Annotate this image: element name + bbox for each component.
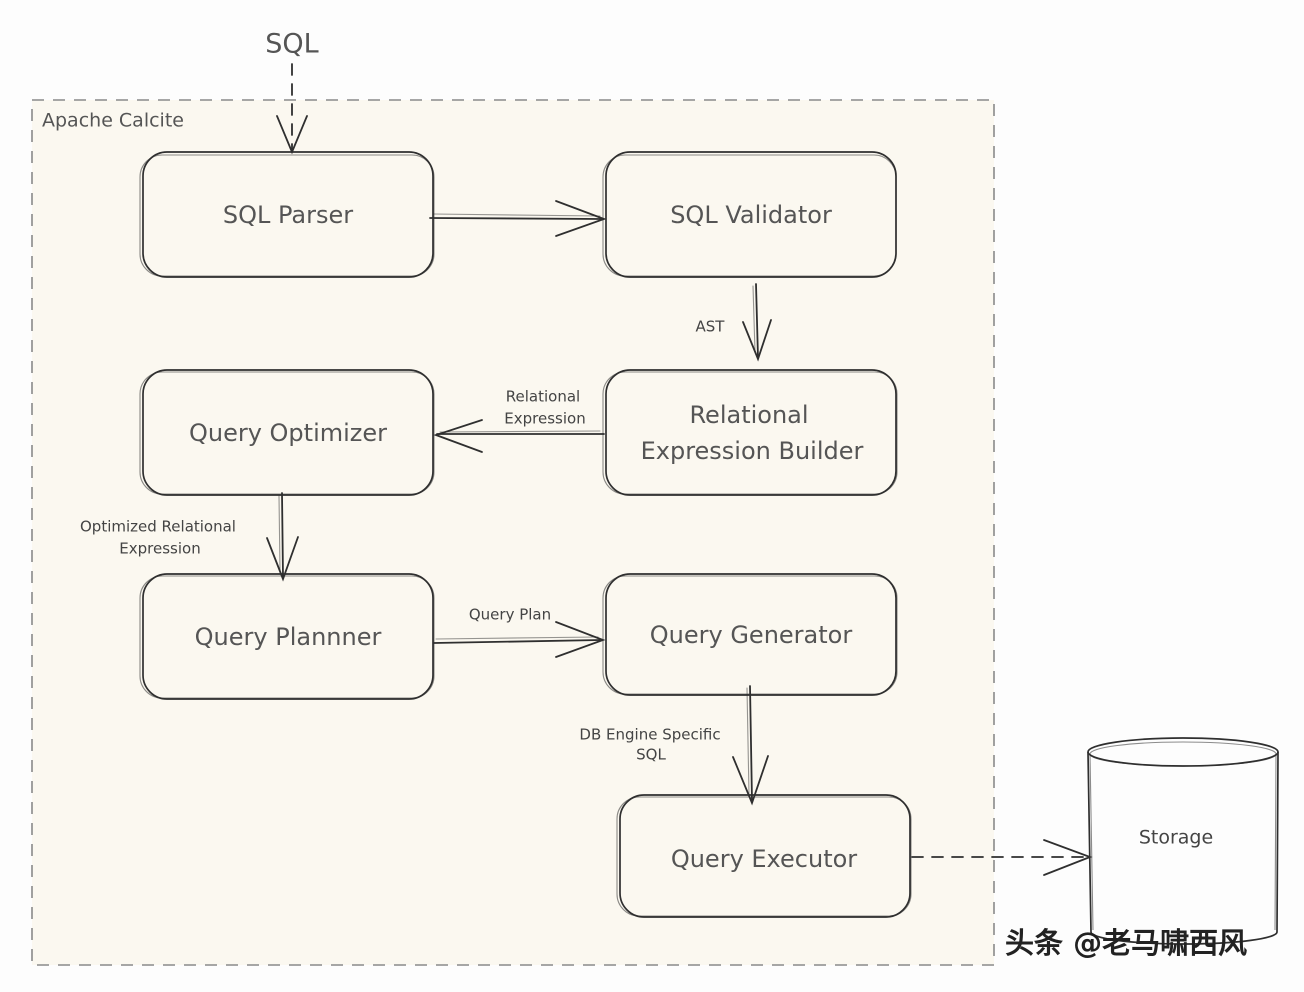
query-optimizer-label: Query Optimizer xyxy=(189,419,387,447)
query-executor-label: Query Executor xyxy=(671,845,857,873)
sql-parser-box: SQL Parser xyxy=(139,151,435,278)
edge-label-relational-expression-line-2: Expression xyxy=(504,410,585,428)
edge-builder-to-optimizer: Relational Expression xyxy=(433,388,605,453)
watermark: 头条 @老马啸西风 xyxy=(1005,926,1247,960)
edge-generator-to-executor: DB Engine Specific SQL xyxy=(579,685,769,806)
edge-executor-to-storage xyxy=(911,839,1093,876)
edge-label-db-engine-specific-sql-line-1: DB Engine Specific xyxy=(579,726,720,744)
edge-optimizer-to-planner: Optimized Relational Expression xyxy=(80,492,299,582)
relational-expression-builder-label-line-2: Expression Builder xyxy=(641,437,864,465)
query-executor-box: Query Executor xyxy=(616,794,912,918)
sql-validator-label: SQL Validator xyxy=(670,201,832,229)
edge-label-ast: AST xyxy=(696,318,726,336)
sql-input-label: SQL xyxy=(265,29,318,60)
query-plannner-label: Query Plannner xyxy=(195,623,382,651)
query-optimizer-box: Query Optimizer xyxy=(139,369,435,496)
edge-label-db-engine-specific-sql-line-2: SQL xyxy=(636,746,666,764)
edge-label-optimized-relational-expression-line-1: Optimized Relational xyxy=(80,518,236,536)
sql-parser-label: SQL Parser xyxy=(223,201,353,229)
apache-calcite-container: Apache Calcite xyxy=(31,99,995,966)
edge-parser-to-validator xyxy=(429,200,607,237)
edge-label-optimized-relational-expression-line-2: Expression xyxy=(119,540,200,558)
relational-expression-builder-box: Relational Expression Builder xyxy=(602,369,898,496)
edge-validator-to-builder: AST xyxy=(696,283,772,362)
container-label: Apache Calcite xyxy=(42,110,184,132)
storage-label: Storage xyxy=(1139,827,1213,849)
query-generator-label: Query Generator xyxy=(650,621,853,649)
edge-planner-to-generator: Query Plan xyxy=(433,606,606,658)
sql-validator-box: SQL Validator xyxy=(602,151,897,278)
storage-cylinder: Storage xyxy=(1087,737,1279,945)
query-plannner-box: Query Plannner xyxy=(139,573,435,700)
edge-label-query-plan: Query Plan xyxy=(469,606,551,624)
edge-label-relational-expression-line-1: Relational xyxy=(506,388,580,406)
relational-expression-builder-label-line-1: Relational xyxy=(689,401,808,429)
